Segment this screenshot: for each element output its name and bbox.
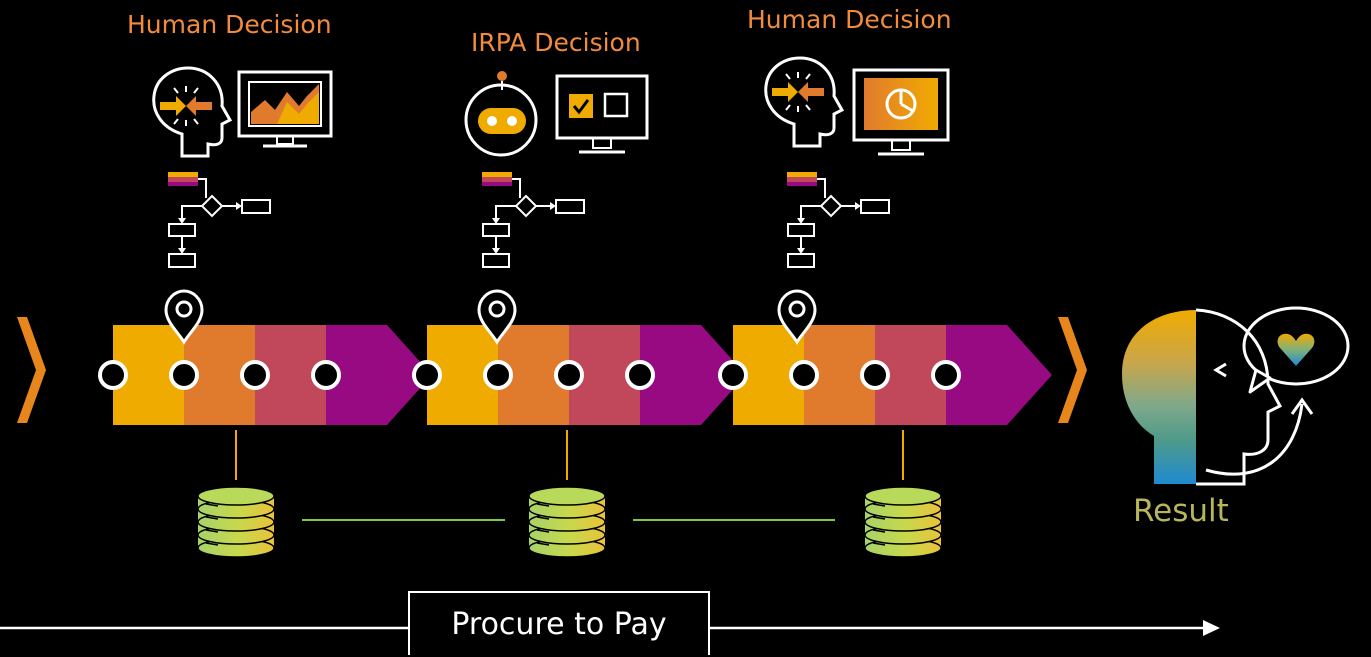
process-arrow-segment <box>640 325 746 425</box>
checkbox-monitor-icon <box>555 74 649 154</box>
process-step-circle <box>483 360 513 390</box>
database-icon <box>197 486 275 558</box>
process-step-circle <box>625 360 655 390</box>
database-icon <box>528 486 606 558</box>
process-timeline-arrow <box>0 620 1220 636</box>
process-arrow-segment <box>326 325 432 425</box>
chevron-right-icon <box>1058 317 1087 423</box>
feedback-arrow <box>1205 397 1314 476</box>
line-chart-monitor-icon <box>237 70 333 148</box>
robot-icon <box>464 71 538 157</box>
process-step-circle <box>860 360 890 390</box>
process-arrow-segment <box>946 325 1052 425</box>
process-step-circle <box>169 360 199 390</box>
location-pin-icon <box>777 289 817 345</box>
flowchart-icon <box>787 172 890 268</box>
process-name-box: Procure to Pay <box>408 591 710 655</box>
data-connectors <box>235 430 904 521</box>
location-pin-icon <box>477 289 517 345</box>
process-step-circle <box>931 360 961 390</box>
stage-1-decision-label: Human Decision <box>127 10 332 39</box>
stage-2-decision-label: IRPA Decision <box>471 28 641 57</box>
pie-chart-monitor-icon <box>852 68 950 156</box>
process-arrow-2 <box>412 325 746 425</box>
process-step-circle <box>98 360 128 390</box>
customer-head-icon <box>1122 308 1283 486</box>
process-step-circle <box>718 360 748 390</box>
chevron-right-icon <box>17 317 46 423</box>
human-head-icon <box>764 56 845 148</box>
location-pin-icon <box>164 289 204 345</box>
process-step-circle <box>554 360 584 390</box>
result-label: Result <box>1133 493 1229 529</box>
database-icon <box>864 486 942 558</box>
stage-3-decision-label: Human Decision <box>747 5 952 34</box>
process-step-circle <box>789 360 819 390</box>
heart-speech-bubble-icon <box>1242 306 1350 394</box>
flowchart-icon <box>482 172 585 268</box>
process-arrow-3 <box>718 325 1052 425</box>
process-step-circle <box>240 360 270 390</box>
process-arrow-1 <box>98 325 432 425</box>
human-head-icon <box>152 66 233 158</box>
process-step-circle <box>311 360 341 390</box>
process-step-circle <box>412 360 442 390</box>
flowchart-icon <box>168 172 271 268</box>
